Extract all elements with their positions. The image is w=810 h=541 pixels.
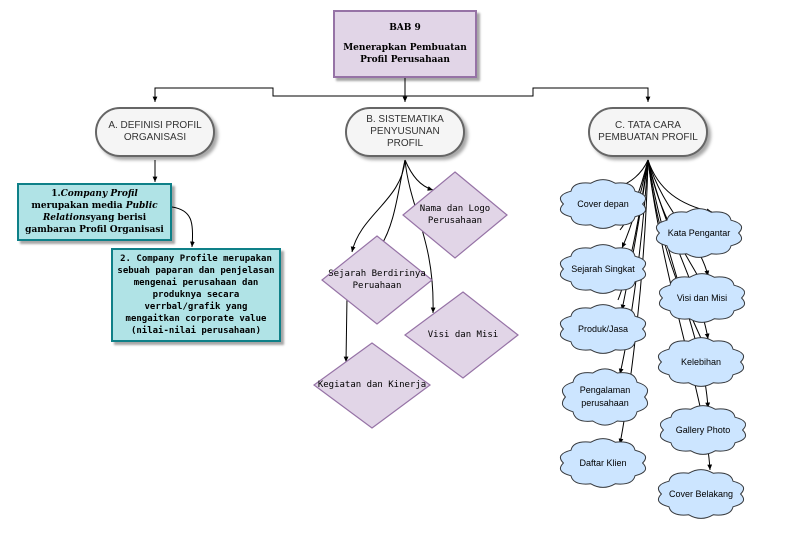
- chapter-title: Menerapkan Pembuatan Profil Perusahaan: [343, 43, 467, 65]
- cloud-left-1: [559, 244, 647, 294]
- sejarah-to-kegiatan-connector: [343, 296, 349, 363]
- kegiatan-kinerja-label: Kegiatan dan Kinerja: [317, 380, 427, 390]
- definition-2-text: 2. Company Profile merupakan sebuah papa…: [117, 254, 275, 336]
- cloud-label-left-4: Daftar Klien: [579, 457, 627, 468]
- diamond-sejarah: [321, 235, 433, 325]
- cloud-left-2: [559, 304, 647, 354]
- section-c-label: C. TATA CARA PEMBUATAN PROFIL: [598, 120, 698, 143]
- section-a-label: A. DEFINISI PROFIL ORGANISASI: [108, 120, 202, 143]
- cloud-right-2: [657, 337, 745, 387]
- visi-misi-label: Visi dan Misi: [427, 330, 499, 340]
- cloud-left-3: [561, 368, 649, 426]
- sejarah-berdiri-label: Sejarah Berdirinya Peruahaan: [328, 269, 426, 291]
- cloud-label-left-0: Cover depan: [577, 198, 629, 209]
- cloud-label-right-3: Gallery Photo: [675, 424, 731, 435]
- section-b-label: B. SISTEMATIKA PENYUSUNAN PROFIL: [366, 114, 444, 149]
- section-b-pill: B. SISTEMATIKA PENYUSUNAN PROFIL: [345, 107, 465, 157]
- b-to-nama-connector: [404, 159, 434, 191]
- c-to-pengalaman-connector: [618, 159, 649, 375]
- cloud-label-right-2: Kelebihan: [680, 356, 722, 367]
- cloud-left-4: [559, 438, 647, 488]
- cloud-label-right-0: Kata Pengantar: [667, 227, 731, 238]
- cloud-label-left-3: Pengalaman perusahaan: [579, 385, 631, 408]
- chapter-number: BAB 9: [389, 23, 421, 33]
- cloud-label-right-1: Visi dan Misi: [676, 292, 728, 303]
- diamond-nama-logo: [402, 171, 508, 259]
- diamond-visi-misi: [403, 291, 519, 379]
- title-to-c-connector: [405, 87, 651, 102]
- def1-to-def2-connector: [171, 206, 195, 248]
- cloud-right-3: [659, 405, 747, 455]
- cloud-right-1: [658, 273, 746, 323]
- cloud-label-left-1: Sejarah Singkat: [571, 263, 635, 274]
- cloud-left-0: [559, 179, 647, 229]
- definition-1-box: 1.Company Profil merupakan media Public …: [17, 183, 172, 241]
- cloud-label-right-4: Cover Belakang: [668, 488, 734, 499]
- section-a-pill: A. DEFINISI PROFIL ORGANISASI: [95, 107, 215, 157]
- section-c-pill: C. TATA CARA PEMBUATAN PROFIL: [588, 107, 708, 157]
- cloud-label-left-2: Produk/Jasa: [577, 323, 629, 334]
- cloud-right-0: [655, 208, 743, 258]
- nama-logo-label: Nama dan Logo Perusahaan: [419, 204, 491, 226]
- title-to-a-connector: [152, 78, 406, 102]
- chapter-title-box: BAB 9 Menerapkan Pembuatan Profil Perusa…: [333, 10, 477, 78]
- b-to-kegiatan-connector: [379, 159, 406, 248]
- definition-1-text: 1.Company Profil merupakan media Public …: [25, 189, 164, 235]
- definition-2-box: 2. Company Profile merupakan sebuah papa…: [111, 248, 281, 342]
- cloud-right-4: [657, 469, 745, 519]
- diamond-kegiatan: [312, 342, 432, 429]
